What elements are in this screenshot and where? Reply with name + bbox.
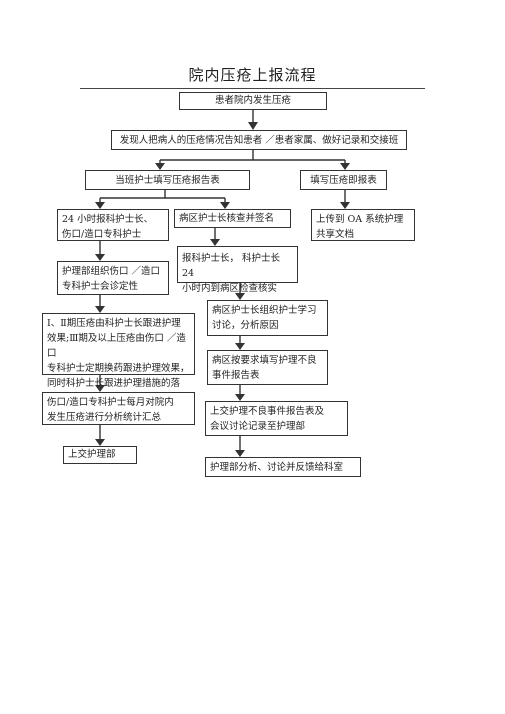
node-submit-dept: 上交护理部: [63, 446, 137, 464]
node-notify: 发现人把病人的压疮情况告知患者 ／患者家属、做好记录和交接班: [111, 130, 407, 150]
node-upload-oa: 上传到 OA 系统护理 共享文档: [311, 209, 415, 241]
node-fill-instant: 填写压疮即报表: [300, 170, 387, 190]
node-report-24h: 24 小时报科护士长、 伤口/造口专科护士: [57, 209, 169, 241]
arrow-submit-to-feedback: [235, 436, 245, 457]
title-underline: [80, 88, 425, 89]
page-title: 院内压疮上报流程: [188, 66, 317, 84]
node-start: 患者院内发生压疮: [179, 92, 327, 110]
arrow-fill-report-branch: [95, 190, 230, 209]
arrow-study-to-adverse: [235, 336, 245, 350]
arrow-followup-to-monthly: [95, 375, 105, 392]
node-diagnosis: 护理部组织伤口 ／造口 专科护士会诊定性: [57, 261, 169, 295]
arrow-start-to-notify: [248, 109, 258, 130]
node-adverse-report: 病区按要求填写护理不良 事件报告表: [207, 350, 328, 385]
arrow-review-to-check: [210, 228, 220, 246]
node-feedback: 护理部分析、讨论并反馈给科室: [205, 457, 361, 477]
arrow-notify-branch: [155, 150, 350, 170]
node-follow-up: Ⅰ、Ⅱ期压疮由科护士长跟进护理 效果;Ⅲ期及以上压疮由伤口 ／造口 专科护士定期…: [42, 313, 195, 404]
arrow-instant-to-upload: [340, 190, 350, 209]
node-monthly-stats: 伤口/造口专科护士每月对院内 发生压疮进行分析统计汇总: [42, 392, 195, 425]
node-dept-head-check: 报科护士长， 科护士长 24 小时内到病区检查核实: [177, 246, 298, 294]
node-fill-report: 当班护士填写压疮报告表: [85, 170, 250, 190]
node-submit-records: 上交护理不良事件报告表及 会议讨论记录至护理部: [205, 401, 348, 436]
arrow-diagnosis-to-followup: [95, 295, 105, 313]
arrow-check-to-study: [235, 283, 245, 300]
arrow-adverse-to-submit: [235, 385, 245, 401]
node-ward-study: 病区护士长组织护士学习 讨论，分析原因: [207, 300, 328, 336]
arrow-24h-to-diagnosis: [95, 240, 105, 261]
node-head-nurse-review: 病区护士长核查并签名: [174, 209, 291, 228]
arrow-monthly-to-submit-dept: [95, 425, 105, 446]
